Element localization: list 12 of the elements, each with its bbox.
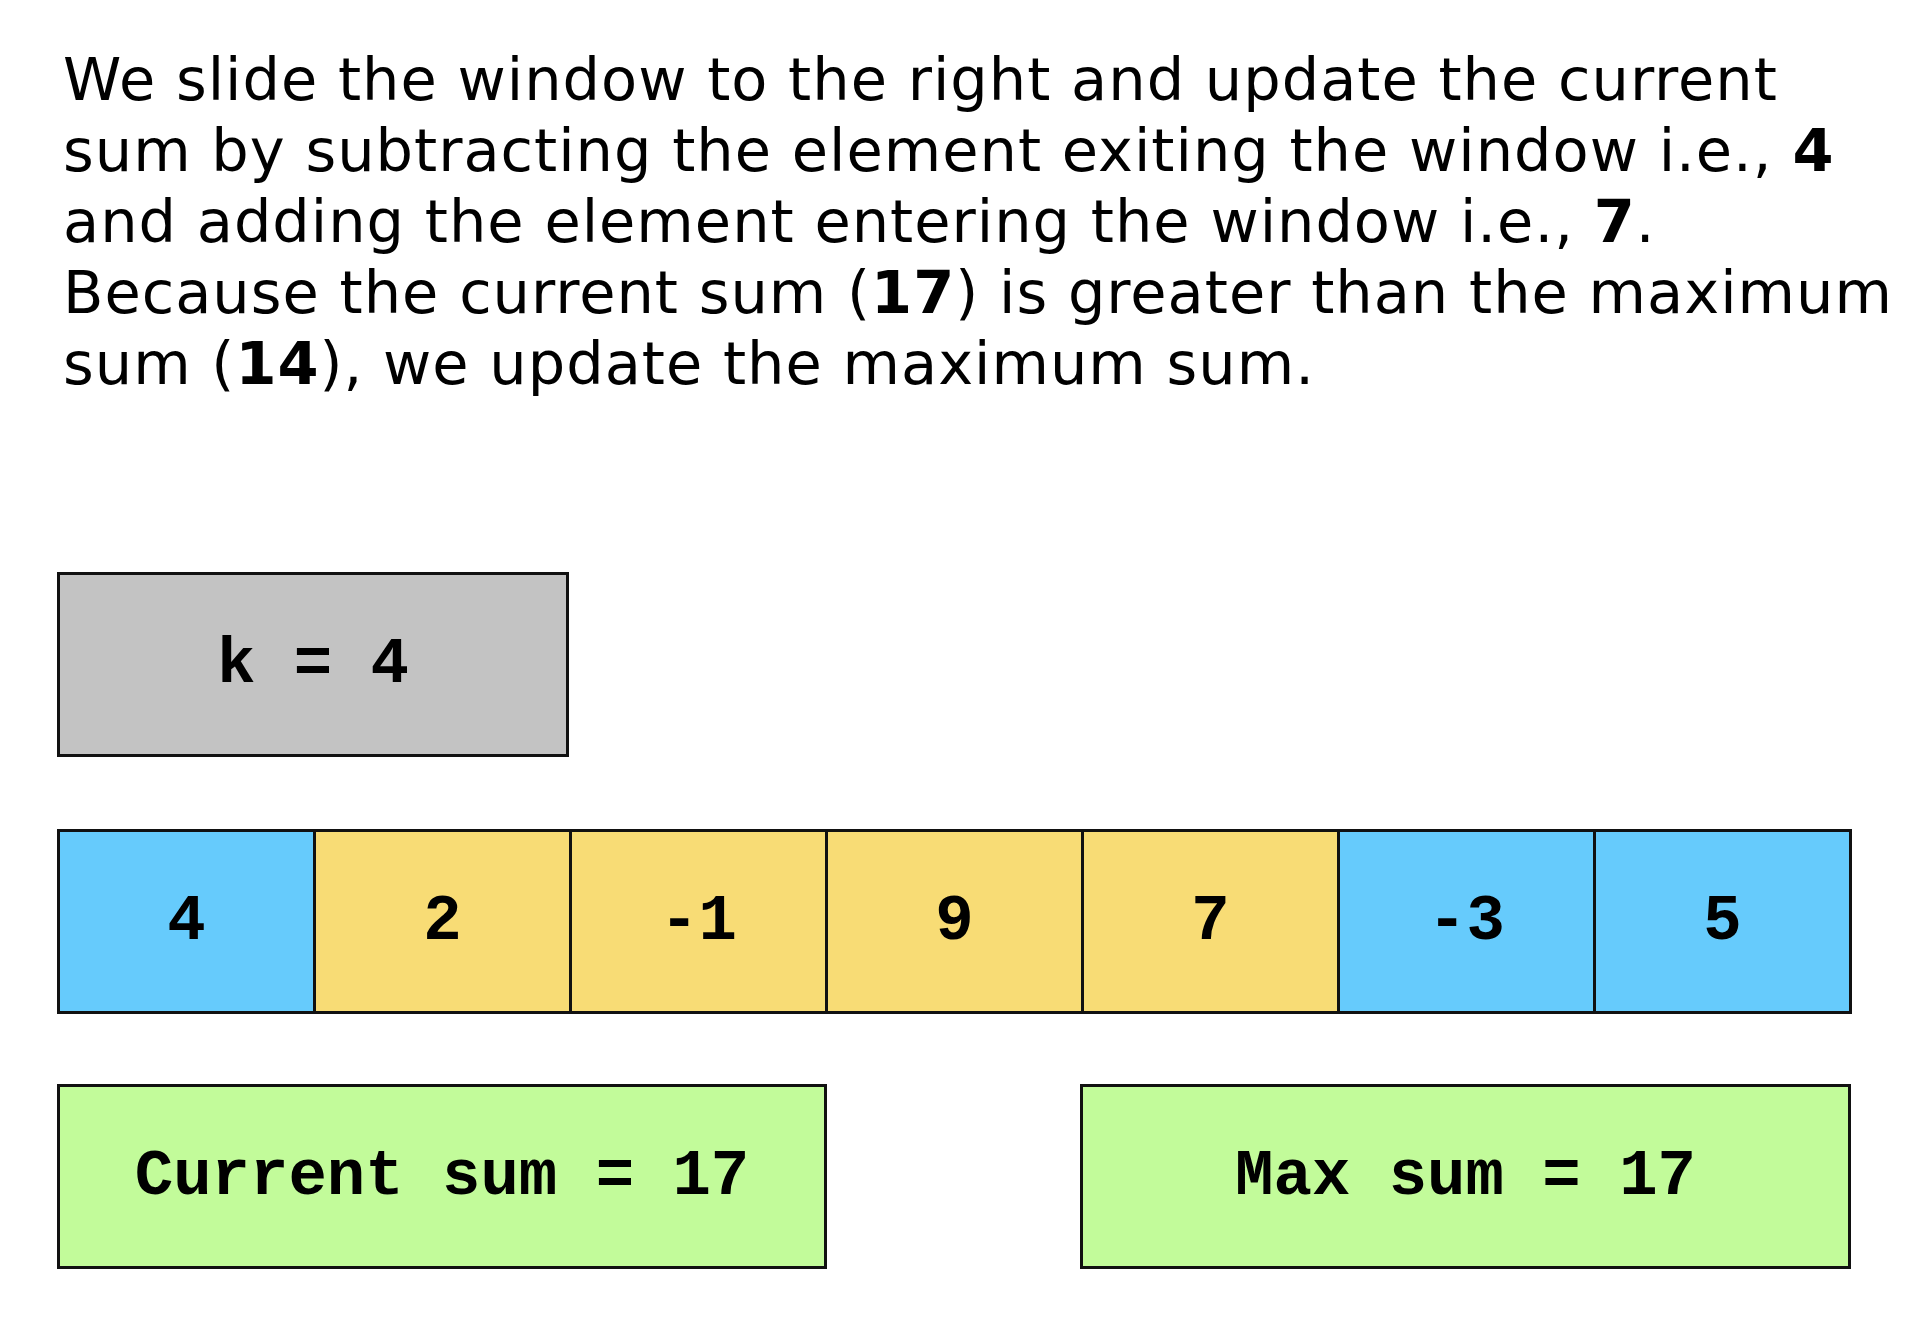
array-cell: 7 [1081,829,1340,1014]
description-text: We slide the window to the right and update the current sum by subtracting the element exiting the window i.e., 4 and adding the element entering the window i.e., 7. [63,44,1836,257]
array-cell: 5 [1593,829,1852,1014]
array-cell: -1 [569,829,828,1014]
array-cell: 9 [825,829,1084,1014]
current-sum-box: Current sum = 17 [57,1084,827,1269]
array-cell: 4 [57,829,316,1014]
array-cell: 2 [313,829,572,1014]
description-text: Because the current sum (17) is greater than the maximum sum (14), we update the maximum sum. [63,257,1894,399]
array-cell: -3 [1337,829,1596,1014]
max-sum-box: Max sum = 17 [1080,1084,1851,1269]
window-size-box: k = 4 [57,572,569,757]
